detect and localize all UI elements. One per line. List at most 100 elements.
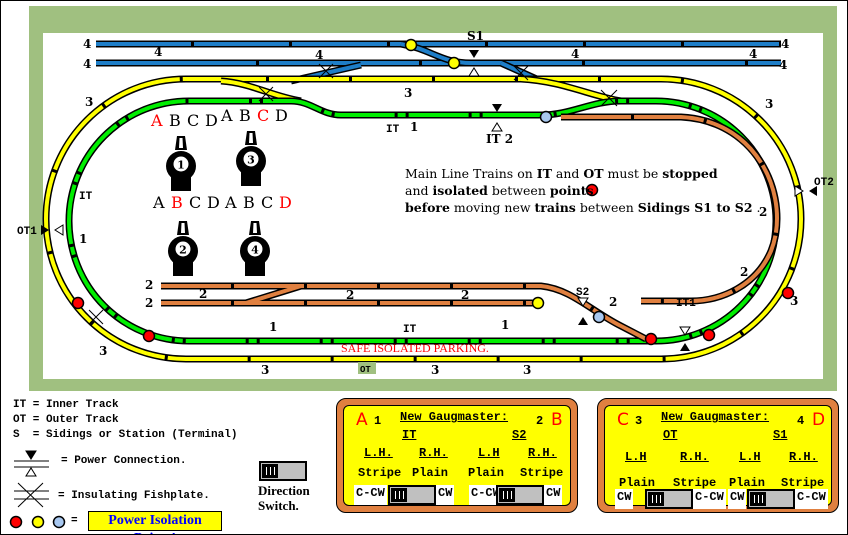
legend-s: S = Sidings or Station (Terminal) [13,429,238,441]
isolation-point-blue[interactable] [539,110,553,124]
power-connection-icon [578,317,588,325]
hand-label: R.H. [789,450,818,464]
it1-label: IT1 [676,298,696,310]
ot2-label: OT2 [814,177,834,189]
wire-label: Stripe [673,476,717,490]
direction-switch-label: Direction Switch. [258,483,310,513]
controller-knob-4[interactable]: 4 [240,221,270,276]
controller-letter: D [205,111,218,130]
direction-label: CW [728,489,747,509]
safe-parking-label: SAFE ISOLATED PARKING. [341,341,489,355]
direction-label: CW [436,485,455,505]
track-label: 3 [790,294,798,308]
legend-it: IT = Inner Track [13,399,119,411]
isolation-point-red[interactable] [781,286,795,300]
controller-number: 1 [177,159,185,172]
isolation-point-red[interactable] [71,296,85,310]
it-label: IT [79,191,93,203]
s1-label: S1 [467,29,484,43]
track-label: 1 [501,318,509,332]
power-connection-icon [809,186,817,196]
controller-knob-3[interactable]: 3 [236,131,266,186]
legend-symbols [9,450,66,529]
controller-letter: A [150,111,163,130]
fishplate-icon [513,65,529,81]
notice-line-3: before moving new trains between Sidings… [405,200,760,215]
it2-label: IT 2 [486,132,513,146]
hand-label: L.H [739,450,761,464]
controller-number-right: 2 [536,414,544,428]
direction-switch[interactable] [747,489,795,509]
track-label: 4 [83,57,91,71]
controller-letter: D [279,193,292,212]
power-connection-icon [468,67,480,77]
isolation-point-yellow[interactable] [404,38,418,52]
track-label: 4 [571,47,579,61]
controller-knob-2[interactable]: 2 [168,221,198,276]
controller-letter: C [189,193,201,212]
track-label: 2 [759,205,767,219]
isolation-point-yellow[interactable] [531,296,545,310]
isolation-point-red[interactable] [644,332,658,346]
panel-title: New Gaugmaster: [661,410,770,424]
controller-number-left: 1 [374,414,382,428]
track-label: 2 [145,278,153,292]
track-label: 2 [346,288,354,302]
direction-switch-legend-icon [259,461,307,481]
controller-number: 2 [179,244,187,257]
track-label: 2 [199,287,207,301]
controller-number-right: 4 [797,414,805,428]
isolation-point-red[interactable] [142,329,156,343]
track-label: 2 [461,288,469,302]
controller-letter-left: C [617,410,629,430]
notice-line-1: Main Line Trains on IT and OT must be st… [405,166,718,181]
ot-label: OT [360,365,371,375]
controller-knob-1[interactable]: 1 [166,136,196,191]
direction-switch[interactable] [496,485,544,505]
controller-letter: A [224,193,237,212]
ot1-label: OT1 [17,226,37,238]
controller-letter: B [239,106,251,125]
notice-line-2: and isolated between points [405,183,594,198]
power-connection-icon [680,343,690,351]
isolation-point-yellow[interactable] [447,56,461,70]
track-label: 2 [609,295,617,309]
direction-switch[interactable] [645,489,693,509]
direction-switch[interactable] [388,485,436,505]
track-right: S2 [512,428,527,442]
isolation-point-blue[interactable] [592,310,606,324]
fishplate-icon [600,89,618,107]
track-label: 3 [431,363,439,377]
fishplate-icon [258,86,274,102]
power-isolation-points-label: Power Isolation Points! [88,511,222,534]
track-label: 4 [779,58,787,72]
isolation-point-red[interactable] [702,328,716,342]
controller-number: 4 [251,244,259,257]
power-connection-icon [41,225,49,235]
legend-red-point-icon [9,515,23,529]
legend-ot: OT = Outer Track [13,414,119,426]
hand-label: R.H. [419,446,448,460]
track-label: 2 [145,296,153,310]
track-label: 3 [261,363,269,377]
track-labels: 4 4 4 4 4 4 4 4 S1 3 3 3 IT 1 IT 2 IT 1 … [17,29,834,377]
track-left: OT [663,428,678,442]
track-label: 3 [523,363,531,377]
legend-fishplate: = Insulating Fishplate. [58,490,210,502]
wire-label: Stripe [781,476,825,490]
hand-label: L.H [478,446,500,460]
power-connection-legend-icon [14,460,49,468]
controller-letter: D [207,193,220,212]
legend-equals: = [71,515,78,527]
track-label: 3 [99,344,107,358]
s2-label: S2 [576,287,589,299]
track-left: IT [402,428,417,442]
fishplates [88,63,618,325]
it-label: IT [403,324,417,336]
controller-letter-right: B [551,410,563,430]
track-label: 4 [781,37,789,51]
controller-letter-left: A [356,410,368,430]
controller-letter: C [261,193,273,212]
